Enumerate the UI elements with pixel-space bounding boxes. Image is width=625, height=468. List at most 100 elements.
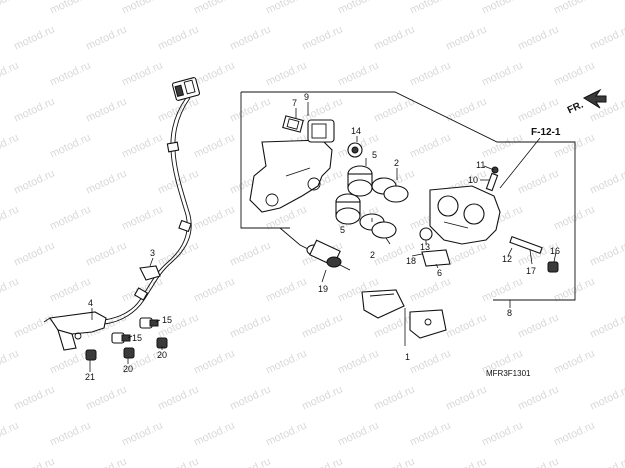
watermark-text: motod.ru <box>48 131 92 160</box>
watermark-text: motod.ru <box>84 23 128 52</box>
watermark-text: motod.ru <box>192 203 236 232</box>
seal-2b <box>359 213 397 239</box>
watermark-text: motod.ru <box>264 419 308 448</box>
direction-label: FR. <box>566 99 585 116</box>
watermark-text: motod.ru <box>120 131 164 160</box>
watermark-text: motod.ru <box>480 59 524 88</box>
watermark-text: motod.ru <box>336 347 380 376</box>
callout-5b: 5 <box>340 225 345 235</box>
part-13 <box>419 227 433 241</box>
watermark-text: motod.ru <box>444 383 488 412</box>
watermark-text: motod.ru <box>444 95 488 124</box>
watermark-text: motod.ru <box>552 419 596 448</box>
front-direction-arrow <box>582 88 607 109</box>
callout-1: 1 <box>405 352 410 362</box>
callout-19: 19 <box>318 284 328 294</box>
watermark-text: motod.ru <box>264 0 308 17</box>
callout-20a: 20 <box>157 350 167 360</box>
bleeder-valve <box>485 166 499 192</box>
bolt-16 <box>547 261 559 273</box>
watermark-text: motod.ru <box>408 347 452 376</box>
watermark-text: motod.ru <box>84 455 128 468</box>
watermark-text: motod.ru <box>408 419 452 448</box>
watermark-text: motod.ru <box>552 0 596 17</box>
callout-12: 12 <box>502 254 512 264</box>
watermark-text: motod.ru <box>588 239 625 268</box>
watermark-text: motod.ru <box>372 23 416 52</box>
watermark-text: motod.ru <box>156 167 200 196</box>
watermark-text: motod.ru <box>120 0 164 17</box>
watermark-text: motod.ru <box>372 455 416 468</box>
slide-pin-9 <box>307 119 335 143</box>
watermark-text: motod.ru <box>408 275 452 304</box>
watermark-text: motod.ru <box>120 419 164 448</box>
watermark-text: motod.ru <box>84 95 128 124</box>
bolt-14 <box>347 142 363 158</box>
watermark-text: motod.ru <box>300 23 344 52</box>
watermark-text: motod.ru <box>192 0 236 17</box>
callout-14: 14 <box>351 126 361 136</box>
wire-clamp <box>133 287 149 301</box>
watermark-text: motod.ru <box>408 131 452 160</box>
watermark-text: motod.ru <box>156 23 200 52</box>
watermark-text: motod.ru <box>516 167 560 196</box>
watermark-text: motod.ru <box>444 23 488 52</box>
watermark-text: motod.ru <box>48 59 92 88</box>
pin-boot-7 <box>282 115 304 133</box>
abs-sensor-wire <box>103 97 192 325</box>
watermark-text: motod.ru <box>552 59 596 88</box>
watermark-text: motod.ru <box>480 419 524 448</box>
watermark-text: motod.ru <box>0 0 21 17</box>
watermark-text: motod.ru <box>228 383 272 412</box>
callout-11: 11 <box>476 160 485 170</box>
callout-21: 21 <box>85 372 95 382</box>
pad-spring <box>421 249 451 267</box>
watermark-text: motod.ru <box>588 383 625 412</box>
leader-lines <box>89 102 557 372</box>
brake-pad-a <box>361 289 405 319</box>
watermark-text: motod.ru <box>84 383 128 412</box>
watermark-text: motod.ru <box>264 347 308 376</box>
watermark-text: motod.ru <box>0 203 21 232</box>
watermark-text: motod.ru <box>12 239 56 268</box>
bolt-21 <box>85 349 97 361</box>
watermark-text: motod.ru <box>12 455 56 468</box>
watermark-text: motod.ru <box>156 239 200 268</box>
caliper-bracket <box>249 139 333 213</box>
watermark-text: motod.ru <box>336 419 380 448</box>
watermark-text: motod.ru <box>408 59 452 88</box>
wire-clamp <box>166 141 180 153</box>
watermark-text: motod.ru <box>516 455 560 468</box>
sleeve-19 <box>306 239 342 268</box>
callout-9: 9 <box>304 92 309 102</box>
watermark-text: motod.ru <box>0 275 21 304</box>
callout-13: 13 <box>420 242 430 252</box>
watermark-text: motod.ru <box>84 239 128 268</box>
watermark-text: motod.ru <box>300 311 344 340</box>
piston-5a <box>347 165 373 197</box>
watermark-text: motod.ru <box>228 311 272 340</box>
watermark-text: motod.ru <box>300 455 344 468</box>
callout-10: 10 <box>468 175 478 185</box>
watermark-text: motod.ru <box>48 275 92 304</box>
watermark-text: motod.ru <box>336 59 380 88</box>
abs-sensor <box>43 311 107 351</box>
watermark-text: motod.ru <box>48 0 92 17</box>
callout-7: 7 <box>292 98 297 108</box>
watermark-text: motod.ru <box>516 383 560 412</box>
watermark-text: motod.ru <box>120 203 164 232</box>
brake-pad-b <box>409 309 447 339</box>
caliper-body <box>429 185 501 245</box>
diagram-code: MFR3F1301 <box>486 369 531 378</box>
watermark-text: motod.ru <box>120 59 164 88</box>
callout-4: 4 <box>88 298 93 308</box>
watermark-text: motod.ru <box>336 0 380 17</box>
watermark-text: motod.ru <box>552 203 596 232</box>
watermark-text: motod.ru <box>264 59 308 88</box>
callout-6: 6 <box>437 268 442 278</box>
watermark-text: motod.ru <box>192 59 236 88</box>
bolt-20b <box>123 347 135 359</box>
watermark-text: motod.ru <box>444 239 488 268</box>
callout-5a: 5 <box>372 150 377 160</box>
